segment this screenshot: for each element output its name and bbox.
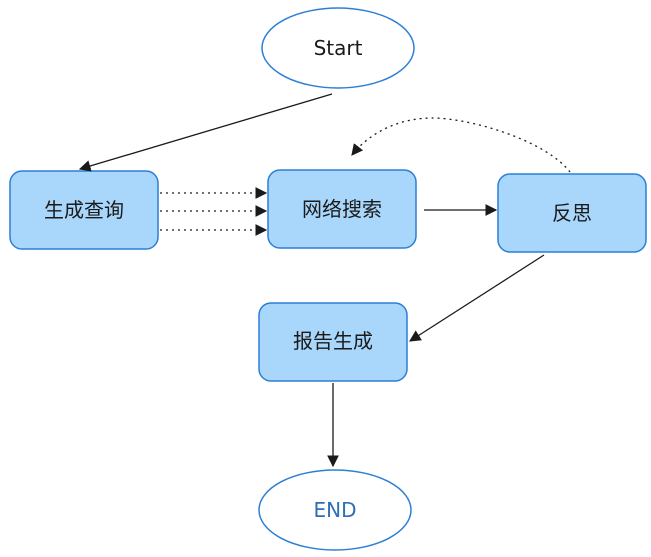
start-node[interactable]: Start xyxy=(261,7,415,89)
reflect-label: 反思 xyxy=(552,201,592,225)
end-node[interactable]: END xyxy=(258,469,412,551)
reflect-node[interactable]: 反思 xyxy=(497,173,647,253)
generate-query-label: 生成查询 xyxy=(44,198,124,222)
start-label: Start xyxy=(314,36,363,60)
edge-reflect-to-report xyxy=(409,254,545,342)
report-label: 报告生成 xyxy=(293,329,373,353)
edge-reflect-to-search-loop xyxy=(351,117,571,173)
generate-query-node[interactable]: 生成查询 xyxy=(9,170,159,250)
end-label: END xyxy=(314,498,357,522)
web-search-node[interactable]: 网络搜索 xyxy=(267,169,417,249)
web-search-label: 网络搜索 xyxy=(302,197,382,221)
edge-start-to-generate-query xyxy=(78,93,333,172)
report-node[interactable]: 报告生成 xyxy=(258,302,408,382)
